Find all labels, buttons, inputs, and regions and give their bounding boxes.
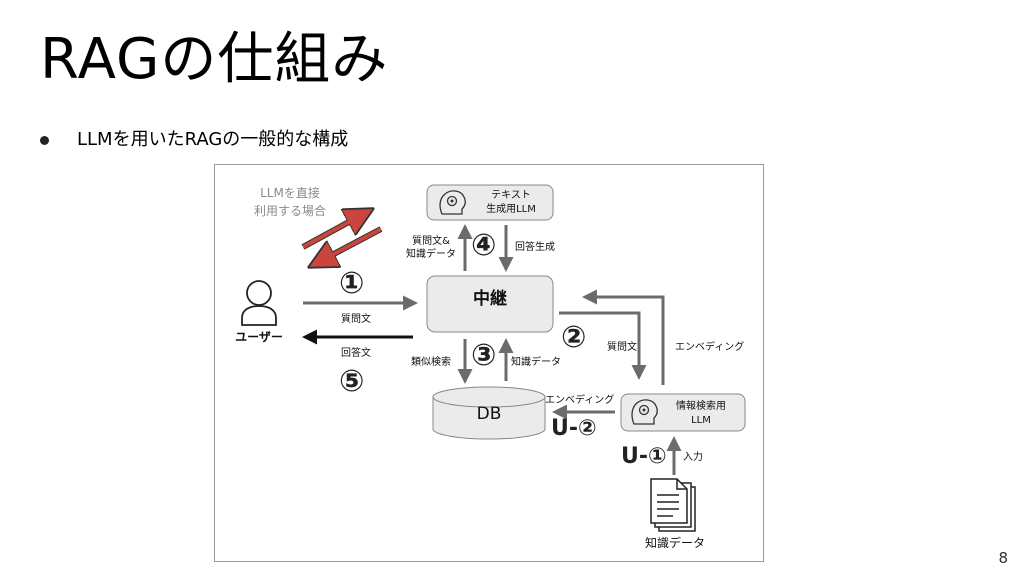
database-cylinder-icon — [432, 386, 546, 440]
label-question-and-knowledge-2: 知識データ — [406, 249, 456, 260]
text-gen-llm-label-1: テキスト — [491, 190, 531, 201]
label-question-and-knowledge-1: 質問文& — [412, 236, 450, 247]
step-2: ② — [561, 320, 587, 355]
db-label: DB — [476, 404, 502, 424]
text-gen-llm-label-2: 生成用LLM — [486, 204, 536, 215]
label-input: 入力 — [683, 452, 703, 463]
page-number: 8 — [998, 549, 1008, 567]
search-llm-label-2: LLM — [691, 415, 711, 426]
arrow-search-to-relay — [582, 289, 665, 385]
label-question-to-relay: 質問文 — [341, 314, 371, 325]
bullet-text: LLMを用いたRAGの一般的な構成 — [77, 129, 349, 150]
search-llm-label-1: 情報検索用 — [676, 401, 726, 412]
step-u1: U-① — [621, 444, 667, 469]
label-answer-generation: 回答生成 — [515, 242, 555, 253]
brain-gear-icon — [439, 190, 466, 215]
label-answer-to-user: 回答文 — [341, 348, 371, 359]
arrow-relay-to-search — [559, 311, 647, 380]
knowledge-data-label: 知識データ — [644, 536, 705, 550]
step-4: ④ — [471, 228, 497, 263]
relay-label: 中継 — [473, 289, 507, 309]
brain-gear-icon-2 — [631, 399, 658, 425]
label-question-to-search: 質問文 — [607, 342, 637, 353]
search-llm-box — [620, 393, 746, 432]
label-embedding-to-db: エンベディング — [545, 395, 615, 406]
label-embedding-back: エンベディング — [675, 342, 745, 353]
label-knowledge-data-up: 知識データ — [511, 357, 561, 368]
user-icon — [241, 280, 277, 326]
slide-title: RAGの仕組み — [40, 27, 389, 92]
step-3: ③ — [471, 338, 497, 373]
documents-icon — [650, 478, 696, 532]
direct-llm-note-1: LLMを直接 — [260, 186, 320, 200]
bullet-line: LLMを用いたRAGの一般的な構成 — [40, 128, 348, 152]
bullet-dot-icon — [40, 135, 49, 145]
step-u2: U-② — [551, 416, 597, 441]
diagram-graphics — [241, 184, 746, 532]
text-gen-llm-box — [426, 184, 554, 221]
user-label: ユーザー — [235, 330, 283, 344]
relay-box — [426, 275, 554, 333]
direct-llm-note-2: 利用する場合 — [253, 204, 326, 218]
rag-diagram: LLMを直接 利用する場合 テキスト 生成用LLM 中継 DB 情報検索用 LL… — [214, 164, 764, 562]
direct-arrow-down-fill — [312, 227, 382, 267]
label-similarity-search: 類似検索 — [411, 357, 451, 368]
step-5: ⑤ — [339, 364, 365, 399]
step-1: ① — [339, 266, 365, 301]
